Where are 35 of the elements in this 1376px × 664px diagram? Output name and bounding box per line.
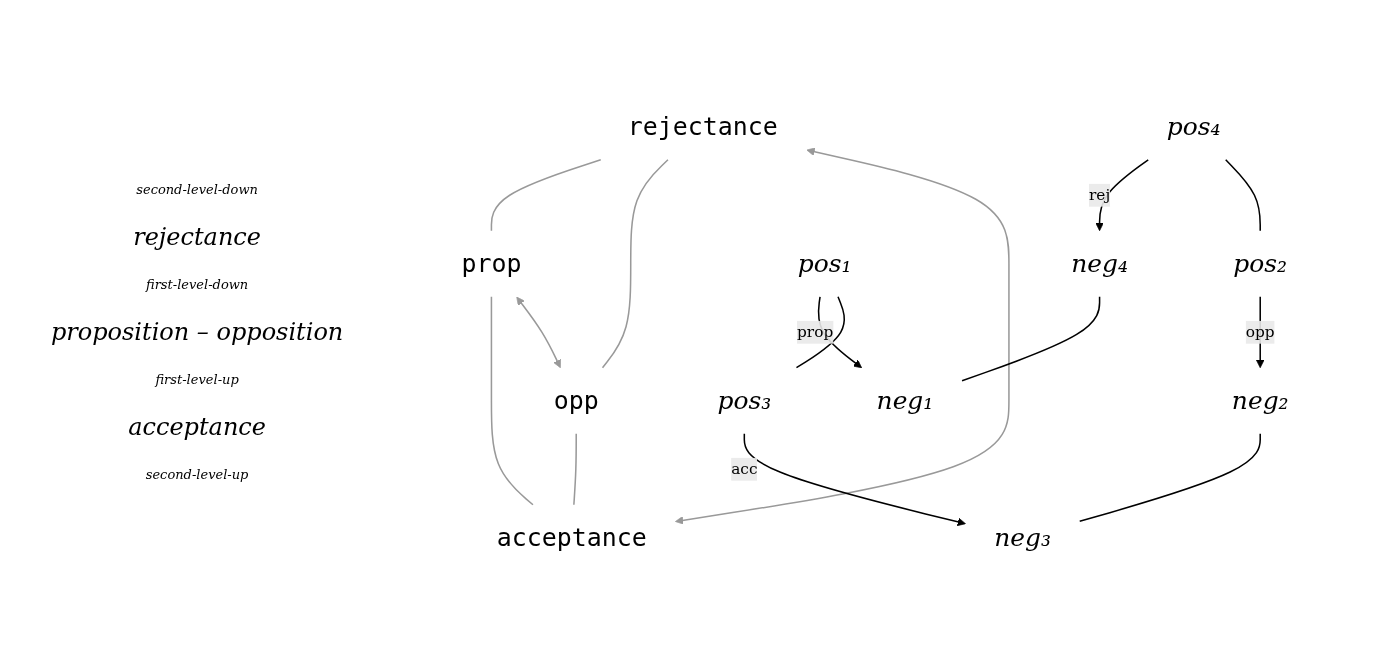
- node-text: pos₁: [797, 248, 852, 278]
- edge-label: acc: [731, 459, 758, 478]
- edge-label: rej: [1089, 185, 1111, 204]
- connector: [795, 295, 846, 369]
- node-text: pos₃: [717, 385, 772, 415]
- level-label: first-level-up: [155, 372, 239, 387]
- node-text: acceptance: [496, 522, 647, 552]
- relation-label: rejectance: [133, 223, 261, 251]
- relation-label: proposition – opposition: [50, 318, 344, 346]
- level-label: second-level-up: [145, 467, 249, 482]
- connector: [573, 432, 578, 506]
- connector: [961, 295, 1101, 382]
- arrow: [743, 432, 966, 526]
- level-label: first-level-down: [145, 277, 249, 292]
- arrow: [675, 147, 1010, 525]
- relation-label: acceptance: [128, 413, 266, 441]
- node-text: neg₃: [994, 522, 1052, 552]
- edge-label: opp: [1245, 322, 1275, 341]
- node-text: neg₁: [876, 385, 934, 415]
- node-text: prop: [461, 248, 522, 278]
- node-text: pos₂: [1233, 248, 1288, 278]
- node-text: opp: [553, 385, 599, 415]
- connector: [490, 295, 534, 506]
- connector: [490, 158, 602, 232]
- connector: [601, 158, 669, 369]
- connector: [1225, 158, 1262, 232]
- connector: [1079, 432, 1262, 522]
- arrow: [1095, 158, 1150, 231]
- node-text: pos₄: [1166, 111, 1221, 141]
- node-text: neg₂: [1231, 385, 1289, 415]
- level-label: second-level-down: [136, 182, 258, 197]
- edge-label: prop: [797, 322, 834, 341]
- arrow: [516, 296, 561, 368]
- node-text: rejectance: [627, 111, 778, 141]
- node-text: neg₄: [1071, 248, 1129, 278]
